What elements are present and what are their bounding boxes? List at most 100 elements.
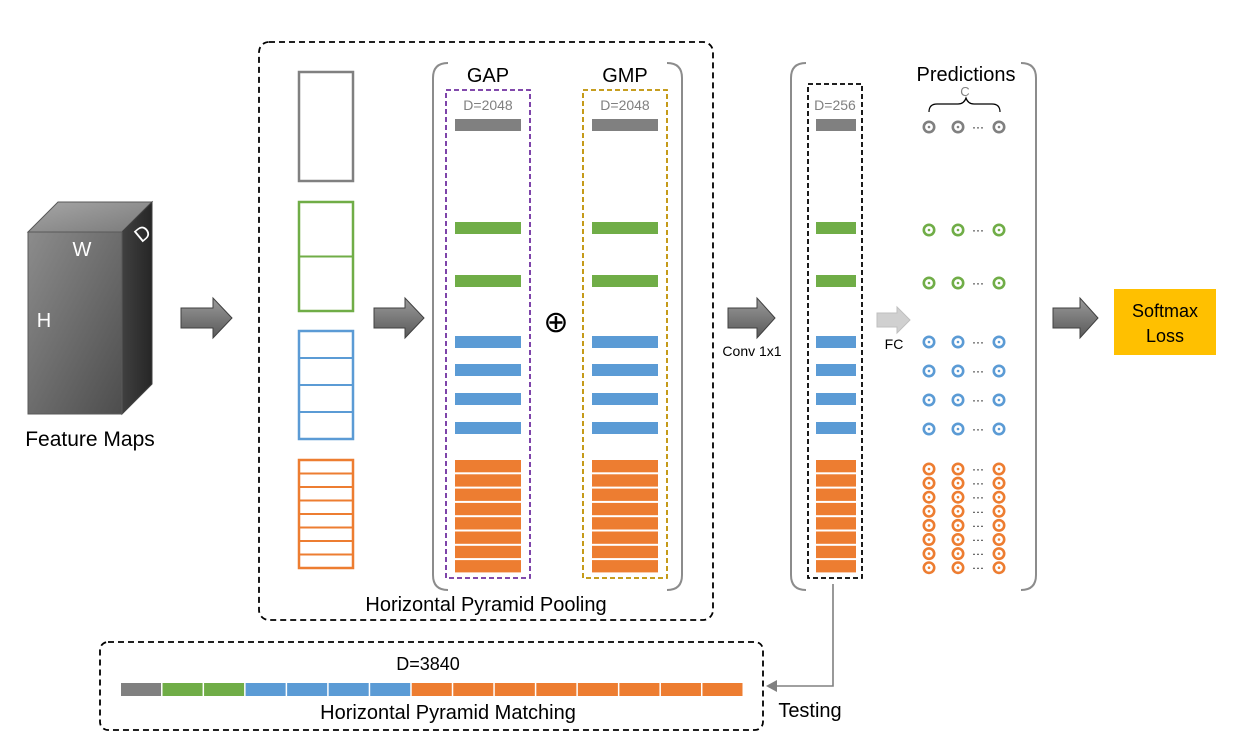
gmp-dimension: D=2048 xyxy=(600,97,650,113)
hpm-dashed-box xyxy=(99,641,764,731)
feature-bar xyxy=(455,488,521,501)
prediction-ellipsis: ··· xyxy=(972,476,984,490)
prediction-node-core xyxy=(927,510,931,513)
prediction-node xyxy=(922,462,936,476)
prediction-node xyxy=(951,120,965,134)
prediction-node xyxy=(992,364,1006,378)
prediction-node-core xyxy=(956,398,960,402)
testing-label: Testing xyxy=(778,700,841,722)
arrow-icon xyxy=(727,296,776,340)
hpm-segment xyxy=(702,683,743,696)
pooling-bracket-left xyxy=(432,62,449,591)
prediction-ellipsis: ··· xyxy=(972,547,984,561)
prediction-node xyxy=(992,393,1006,407)
prediction-ellipsis: ··· xyxy=(972,120,984,134)
prediction-ellipsis: ··· xyxy=(972,422,984,436)
prediction-ellipsis: ··· xyxy=(972,364,984,378)
prediction-node xyxy=(922,504,936,518)
prediction-ellipsis: ··· xyxy=(972,462,984,476)
prediction-node xyxy=(992,422,1006,436)
hpm-segment xyxy=(494,683,535,696)
feature-bar xyxy=(816,531,856,544)
prediction-node-core xyxy=(927,125,931,129)
feature-bar xyxy=(816,275,856,287)
feature-bar xyxy=(592,393,658,405)
feature-bar xyxy=(455,336,521,348)
prediction-node-core xyxy=(997,369,1001,373)
feature-bar xyxy=(816,364,856,376)
prediction-node-core xyxy=(997,552,1001,555)
prediction-node-core xyxy=(997,467,1001,471)
prediction-node-core xyxy=(927,369,931,373)
prediction-node xyxy=(951,476,965,490)
feature-bar xyxy=(816,460,856,473)
prediction-node xyxy=(922,518,936,532)
feature-bar xyxy=(816,488,856,501)
feature-bar xyxy=(592,275,658,287)
prediction-node-core xyxy=(927,467,931,471)
feature-bar xyxy=(455,517,521,530)
prediction-node xyxy=(992,462,1006,476)
prediction-node-core xyxy=(997,125,1001,129)
feature-bar xyxy=(816,336,856,348)
feature-bar xyxy=(592,474,658,487)
feature-maps-label: Feature Maps xyxy=(25,428,155,451)
feature-bar xyxy=(455,545,521,559)
prediction-node-core xyxy=(956,369,960,373)
feature-bar xyxy=(455,474,521,487)
gmp-dashed-box xyxy=(582,89,668,579)
prediction-node-core xyxy=(956,427,960,431)
prediction-node xyxy=(922,364,936,378)
testing-arrowhead-icon xyxy=(766,680,777,692)
prediction-ellipsis: ··· xyxy=(972,504,984,518)
prediction-node-core xyxy=(927,495,931,499)
arrow-icon xyxy=(373,296,425,340)
prediction-node xyxy=(922,476,936,490)
conv-bracket-left xyxy=(790,62,807,591)
cube-height-label: H xyxy=(37,310,51,332)
prediction-ellipsis: ··· xyxy=(972,518,984,532)
prediction-node-core xyxy=(956,566,960,569)
prediction-node xyxy=(992,561,1006,575)
prediction-node xyxy=(922,120,936,134)
hpp-label: Horizontal Pyramid Pooling xyxy=(365,594,606,616)
feature-bar xyxy=(592,560,658,573)
predictions-label: Predictions xyxy=(917,64,1016,86)
prediction-node xyxy=(992,276,1006,290)
feature-bar xyxy=(816,119,856,131)
feature-bar xyxy=(592,531,658,544)
prediction-node-core xyxy=(927,228,931,232)
prediction-node xyxy=(922,393,936,407)
softmax-label: Softmax xyxy=(1132,301,1198,321)
prediction-node-core xyxy=(927,281,931,285)
hpm-segment xyxy=(577,683,618,696)
prediction-node xyxy=(992,223,1006,237)
fc-arrow-icon xyxy=(876,305,911,335)
feature-bar xyxy=(455,560,521,573)
prediction-node xyxy=(951,490,965,504)
prediction-node-core xyxy=(927,524,931,527)
gap-dashed-box xyxy=(445,89,531,579)
cube-front-face xyxy=(27,231,123,415)
prediction-node xyxy=(951,504,965,518)
prediction-node-core xyxy=(997,495,1001,499)
prediction-ellipsis: ··· xyxy=(972,393,984,407)
prediction-node-core xyxy=(956,281,960,285)
hpm-segment xyxy=(619,683,660,696)
hpp-dashed-box xyxy=(258,41,714,621)
prediction-node-core xyxy=(956,340,960,344)
loss-label: Loss xyxy=(1146,326,1184,346)
prediction-node-core xyxy=(997,228,1001,232)
feature-bar xyxy=(455,275,521,287)
prediction-node-core xyxy=(956,125,960,129)
feature-bar xyxy=(455,460,521,473)
gap-feature-bars xyxy=(455,119,521,573)
prediction-node xyxy=(951,276,965,290)
hpm-segment xyxy=(287,683,328,696)
hpm-segment xyxy=(121,683,162,696)
prediction-nodes: ········································… xyxy=(922,120,1006,575)
feature-bar xyxy=(592,488,658,501)
feature-bar xyxy=(816,222,856,234)
arrow-icon xyxy=(180,296,233,340)
feature-bar xyxy=(816,474,856,487)
